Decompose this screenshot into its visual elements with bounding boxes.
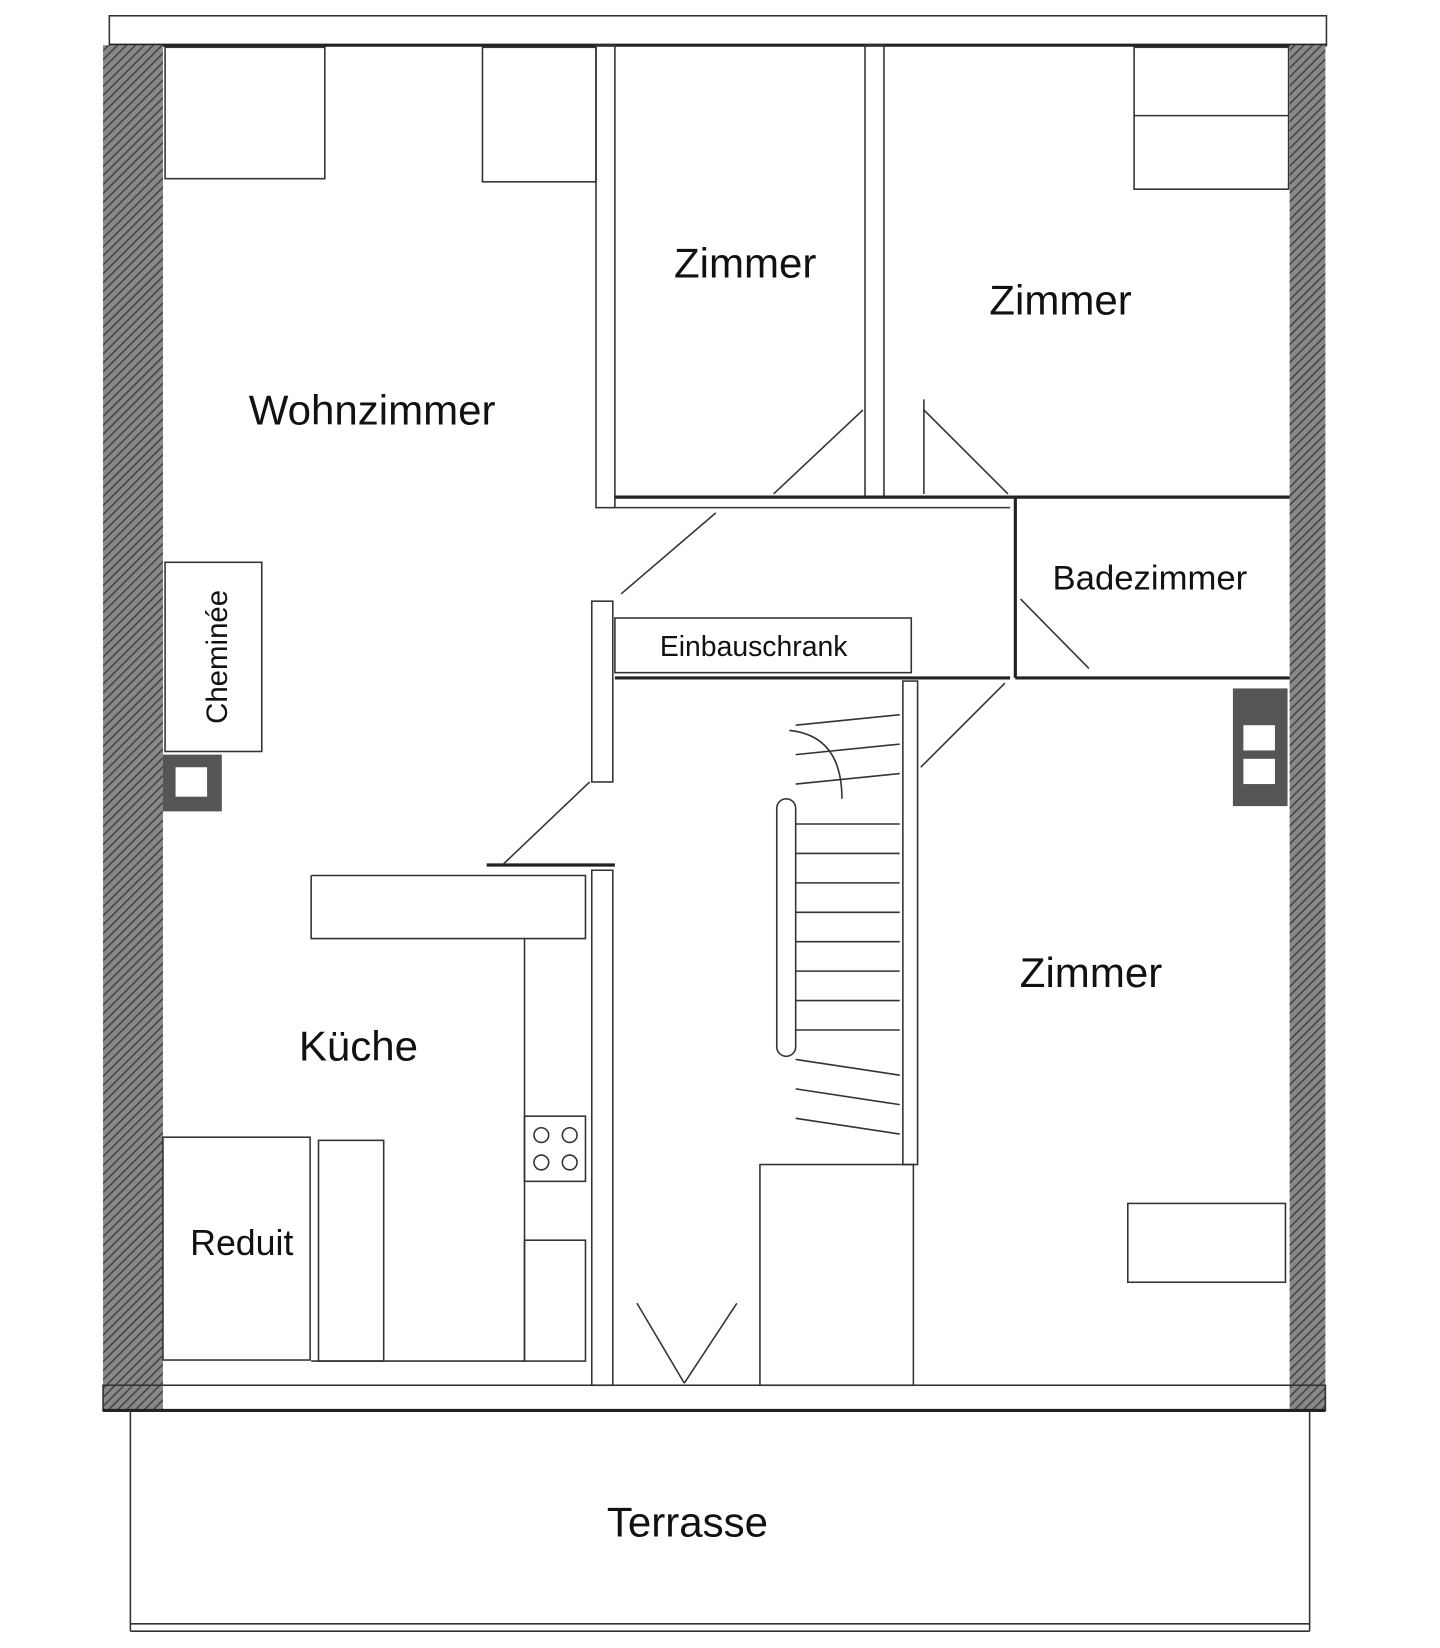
stair-tread bbox=[795, 1117, 900, 1135]
label-einbauschrank: Einbauschrank bbox=[660, 631, 848, 663]
left-hatched-wall bbox=[103, 45, 163, 1412]
stair-tread bbox=[795, 1058, 900, 1076]
stair-tread bbox=[795, 1088, 900, 1106]
stair-tread bbox=[795, 743, 900, 756]
label-terrasse: Terrasse bbox=[607, 1499, 768, 1546]
label-cheminee: Cheminée bbox=[201, 590, 234, 724]
room-label-wohnzimmer: Wohnzimmer bbox=[249, 387, 496, 434]
kitchen-counter bbox=[310, 874, 587, 1362]
room-label-zimmer-2: Zimmer bbox=[989, 276, 1131, 323]
exterior-walls bbox=[102, 14, 1328, 1413]
door-swings bbox=[620, 399, 1090, 1384]
room-label-zimmer-1: Zimmer bbox=[674, 239, 816, 286]
cheminee-outline bbox=[164, 561, 263, 753]
right-hatched-wall bbox=[1289, 45, 1326, 1412]
room-label-reduit: Reduit bbox=[190, 1223, 293, 1263]
stair-tread bbox=[795, 772, 900, 785]
room-label-zimmer-3: Zimmer bbox=[1020, 949, 1162, 996]
stair-tread bbox=[795, 713, 900, 726]
room-label-badezimmer: Badezimmer bbox=[1053, 560, 1248, 598]
terrace-outline bbox=[129, 1410, 1311, 1632]
interior-walls bbox=[162, 44, 1290, 1387]
room-label-kueche: Küche bbox=[299, 1022, 418, 1069]
stove bbox=[523, 1115, 587, 1183]
sink bbox=[523, 1239, 587, 1362]
staircase bbox=[775, 713, 900, 1135]
